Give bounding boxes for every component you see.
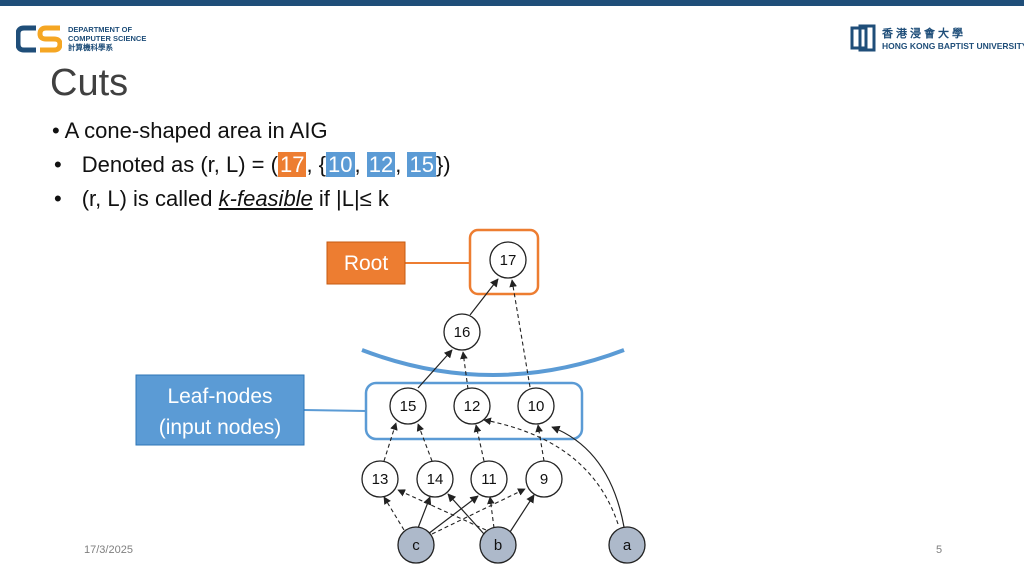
node-16 <box>443 313 481 351</box>
edge-c-13 <box>383 496 405 531</box>
edge-c-14 <box>417 496 432 529</box>
node-9-label: 9 <box>540 471 548 488</box>
department-line-3: 計算機科學系 <box>68 43 113 52</box>
university-crest-icon <box>850 24 876 52</box>
node-c <box>397 526 435 564</box>
leaf-node-highlight: 15 <box>407 152 436 177</box>
top-accent-bar <box>0 0 1024 6</box>
root-label-box <box>326 241 406 285</box>
edge-13-15 <box>383 422 398 462</box>
bullet-2-prefix: Denoted as (r, L) = ( <box>81 152 278 177</box>
slide-title: Cuts <box>50 62 129 104</box>
bullet-3-prefix: (r, L) is called <box>81 186 219 211</box>
bullet-2-sep: , <box>354 152 367 177</box>
cs-logo-icon <box>16 25 62 53</box>
university-name-chinese: 香港浸會大學 <box>882 28 966 40</box>
node-12-label: 12 <box>464 398 481 415</box>
edge-b-11 <box>487 496 495 529</box>
node-13 <box>361 460 399 498</box>
node-15 <box>389 387 427 425</box>
bullet-3-suffix: if |L|≤ k <box>312 186 389 211</box>
node-17-label: 17 <box>500 252 517 269</box>
bullet-dot: • <box>54 152 62 177</box>
cut-boundary-arc <box>361 348 625 377</box>
node-17 <box>489 241 527 279</box>
node-11-label: 11 <box>481 471 497 488</box>
k-feasible-term: k-feasible <box>218 186 313 211</box>
node-10 <box>517 387 555 425</box>
university-logo: 香港浸會大學 HONG KONG BAPTIST UNIVERSITY <box>850 24 1024 54</box>
node-a <box>608 526 646 564</box>
node-b-label: b <box>494 537 502 554</box>
edge-b-9 <box>509 494 535 533</box>
edge-a-10 <box>551 425 625 528</box>
node-14-label: 14 <box>427 471 444 488</box>
node-13-label: 13 <box>372 471 389 488</box>
node-16-label: 16 <box>454 324 471 341</box>
leaf-label-line-2: (input nodes) <box>159 416 282 439</box>
node-14 <box>416 460 454 498</box>
leaf-node-highlight: 10 <box>326 152 355 177</box>
edge-b-13 <box>397 489 487 531</box>
department-line-2: COMPUTER SCIENCE <box>68 34 147 43</box>
bullet-1: • A cone-shaped area in AIG <box>52 118 328 144</box>
node-9 <box>525 460 563 498</box>
bullet-2-sep: , { <box>306 152 327 177</box>
edge-14-15 <box>416 423 433 462</box>
node-15-label: 15 <box>400 398 417 415</box>
department-line-1: DEPARTMENT OF <box>68 25 133 34</box>
root-node-highlight: 17 <box>277 152 307 177</box>
edge-10-17 <box>509 279 531 388</box>
bullet-1-text: A cone-shaped area in AIG <box>64 118 328 143</box>
node-b <box>479 526 517 564</box>
leaf-label-box <box>135 374 305 446</box>
edge-9-10 <box>535 424 545 462</box>
edge-16-17 <box>469 278 499 316</box>
bullet-2: • Denoted as (r, L) = (17, {10, 12, 15}) <box>54 152 451 178</box>
node-11 <box>470 460 508 498</box>
bullet-2-suffix: }) <box>435 152 451 177</box>
node-a-label: a <box>623 537 632 554</box>
bullet-dot: • <box>54 186 62 211</box>
leaf-label-line-1: Leaf-nodes <box>167 385 272 408</box>
department-logo: DEPARTMENT OF COMPUTER SCIENCE 計算機科學系 <box>16 24 166 54</box>
edge-c-9 <box>431 488 526 535</box>
edge-15-16 <box>417 349 453 389</box>
edge-11-12 <box>473 424 485 462</box>
bullet-3: • (r, L) is called k-feasible if |L|≤ k <box>54 186 389 212</box>
node-10-label: 10 <box>528 398 545 415</box>
node-12 <box>453 387 491 425</box>
footer-date: 17/3/2025 <box>84 544 133 556</box>
bullet-dot: • <box>52 118 60 143</box>
leaf-node-highlight: 12 <box>366 152 396 177</box>
edge-b-14 <box>447 493 485 535</box>
bullet-2-sep: , <box>395 152 408 177</box>
leaf-connector <box>303 409 367 412</box>
page-number: 5 <box>936 544 943 556</box>
root-label: Root <box>344 252 389 275</box>
edge-12-16 <box>460 351 469 390</box>
university-name-english: HONG KONG BAPTIST UNIVERSITY <box>882 41 1024 51</box>
node-c-label: c <box>412 537 420 554</box>
edge-a-12 <box>483 417 619 525</box>
